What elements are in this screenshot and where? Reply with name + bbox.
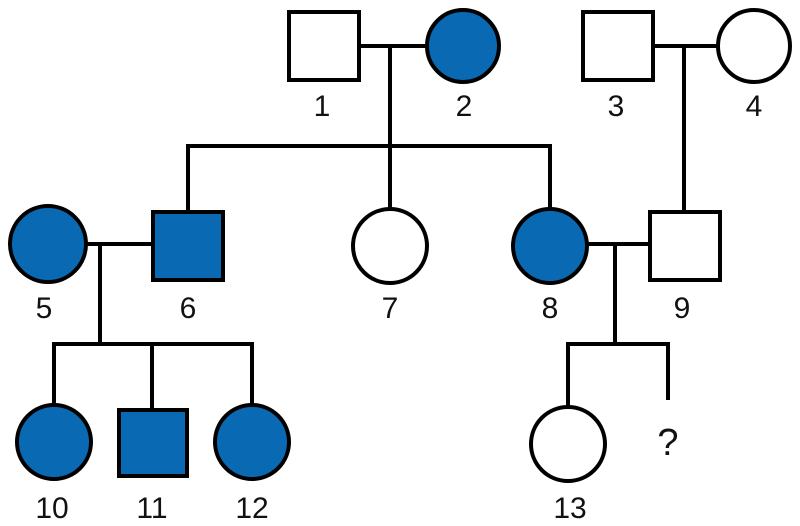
individual-9-label: 9 <box>674 292 691 325</box>
pedigree-labels: 1 2 3 4 5 6 7 8 9 10 11 12 13 ? <box>35 90 762 525</box>
individual-12-symbol <box>213 403 291 481</box>
individual-2-symbol <box>425 8 501 84</box>
pedigree-lines <box>52 44 720 412</box>
individual-6-label: 6 <box>180 292 197 325</box>
pedigree-individuals <box>8 8 792 483</box>
individual-4-symbol <box>716 8 792 84</box>
individual-10-symbol <box>15 403 93 481</box>
individual-8-symbol <box>511 207 589 285</box>
individual-11-symbol <box>117 408 189 478</box>
unknown-child-mark: ? <box>657 422 678 464</box>
individual-4-label: 4 <box>746 90 763 123</box>
individual-7-symbol <box>351 207 429 285</box>
individual-13-symbol <box>529 405 607 483</box>
individual-10-label: 10 <box>35 492 68 525</box>
individual-13-label: 13 <box>553 492 586 525</box>
individual-1-symbol <box>287 10 361 82</box>
individual-8-label: 8 <box>542 292 559 325</box>
individual-12-label: 12 <box>235 492 268 525</box>
individual-5-symbol <box>8 204 88 284</box>
individual-9-symbol <box>648 210 722 282</box>
individual-7-label: 7 <box>382 292 399 325</box>
individual-5-label: 5 <box>36 292 53 325</box>
individual-2-label: 2 <box>456 90 473 123</box>
individual-3-symbol <box>581 10 655 82</box>
individual-11-label: 11 <box>136 492 167 525</box>
individual-1-label: 1 <box>314 90 331 123</box>
individual-3-label: 3 <box>608 90 625 123</box>
individual-6-symbol <box>151 210 225 282</box>
